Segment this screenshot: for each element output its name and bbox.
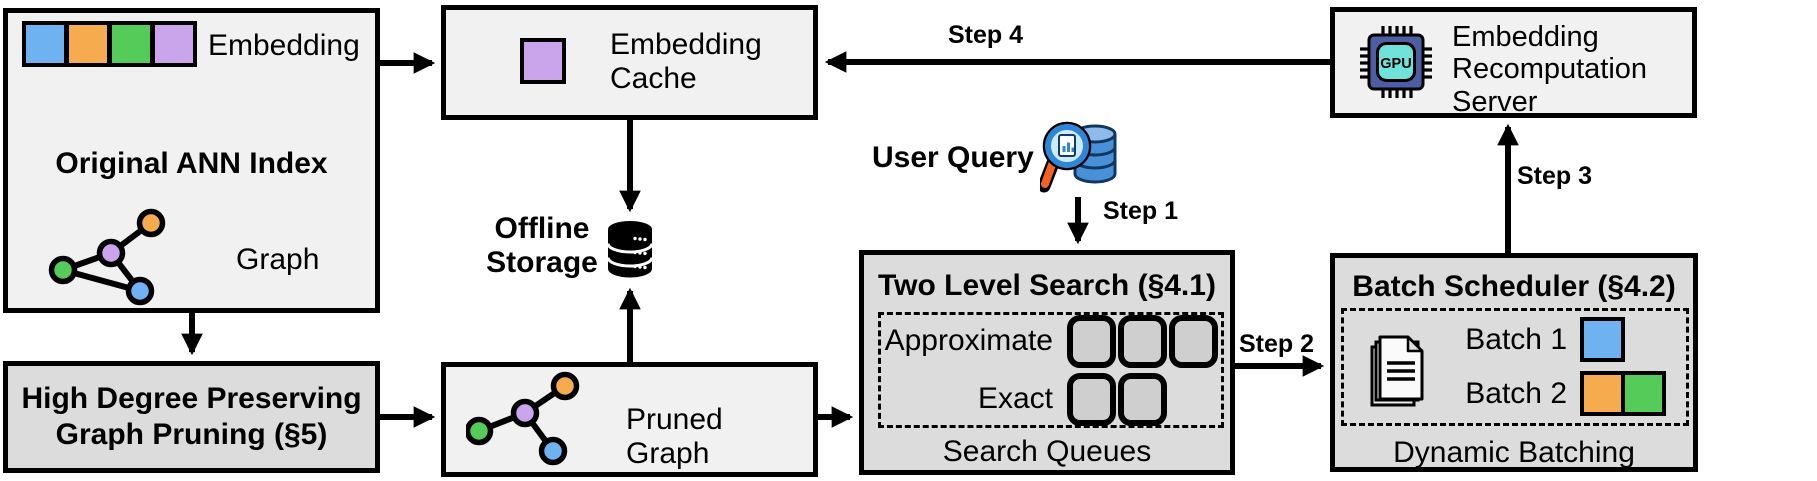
exact-queue-slots	[1067, 372, 1167, 426]
pruned-graph-icon	[466, 371, 580, 466]
batch-scheduler-title: Batch Scheduler (§4.2)	[1352, 270, 1676, 303]
queue-slot	[1169, 314, 1218, 368]
embedding-swatch-blue	[26, 25, 64, 63]
batch2-label: Batch 2	[1465, 376, 1567, 410]
graph-label: Graph	[236, 243, 320, 276]
documents-icon	[1370, 335, 1424, 407]
step1-label: Step 1	[1103, 197, 1179, 225]
search-queue-rows: Approximate Exact	[878, 312, 1224, 428]
exact-queue-row: Exact	[878, 370, 1224, 428]
batch1-swatches	[1580, 317, 1625, 362]
original-ann-index-box: Embedding Original ANN Index Graph	[3, 8, 380, 313]
queue-slot	[1067, 314, 1116, 368]
dynamic-batching-panel: Batch 1 Batch 2	[1341, 308, 1689, 426]
step3-label: Step 3	[1517, 162, 1593, 190]
approximate-label: Approximate	[884, 324, 1053, 357]
batch2-swatch-orange	[1584, 375, 1621, 412]
cached-embedding-swatch	[520, 38, 566, 84]
approximate-queue-row: Approximate	[878, 312, 1224, 370]
offline-storage-database-icon	[606, 221, 654, 278]
two-level-search-box: Two Level Search (§4.1) Approximate Exac…	[859, 250, 1235, 475]
embedding-swatch-orange	[69, 25, 107, 63]
gpu-chip-icon: GPU	[1360, 26, 1432, 98]
step4-label: Step 4	[948, 21, 1024, 49]
cache-swatch-purple	[524, 42, 562, 80]
batch1-label: Batch 1	[1465, 322, 1567, 356]
embedding-swatch-purple	[155, 25, 193, 63]
embedding-cache-label: Embedding Cache	[610, 28, 762, 95]
batch2-row: Batch 2	[1402, 371, 1666, 416]
recomputation-server-label: Embedding Recomputation Server	[1452, 21, 1648, 118]
batch1-swatch-blue	[1584, 321, 1621, 358]
user-query-label: User Query	[872, 141, 1034, 174]
embedding-label: Embedding	[208, 29, 360, 62]
queue-slot	[1067, 372, 1116, 426]
dynamic-batching-footer: Dynamic Batching	[1393, 436, 1635, 469]
batch2-swatches	[1580, 371, 1666, 416]
original-ann-index-title: Original ANN Index	[55, 147, 328, 180]
batch1-row: Batch 1	[1402, 317, 1625, 362]
high-degree-pruning-box: High Degree Preserving Graph Pruning (§5…	[3, 361, 380, 473]
search-queues-footer: Search Queues	[942, 435, 1152, 468]
offline-storage-label: Offline Storage	[486, 212, 598, 279]
embedding-cache-box: Embedding Cache	[441, 5, 818, 120]
batch-scheduler-box: Batch Scheduler (§4.2) Batch 1	[1330, 253, 1698, 472]
pruned-graph-label: Pruned Graph	[626, 403, 723, 470]
user-query-search-icon	[1040, 121, 1117, 193]
pruned-graph-box: Pruned Graph	[441, 362, 818, 477]
two-level-search-title: Two Level Search (§4.1)	[878, 269, 1216, 302]
queue-slot	[1118, 314, 1167, 368]
step2-label: Step 2	[1239, 330, 1315, 358]
queue-slot	[1118, 372, 1167, 426]
original-graph-icon	[48, 208, 166, 306]
exact-label: Exact	[977, 382, 1053, 415]
search-queues-panel	[878, 312, 1224, 428]
embedding-recomputation-server-box: GPU Embedding Recomputation Server	[1330, 7, 1697, 118]
embedding-vector-swatches	[22, 21, 197, 67]
approximate-queue-slots	[1067, 314, 1218, 368]
embedding-swatch-green	[112, 25, 150, 63]
high-degree-pruning-label: High Degree Preserving Graph Pruning (§5…	[21, 382, 362, 451]
batch2-swatch-green	[1625, 375, 1662, 412]
gpu-icon-text: GPU	[1380, 56, 1411, 72]
